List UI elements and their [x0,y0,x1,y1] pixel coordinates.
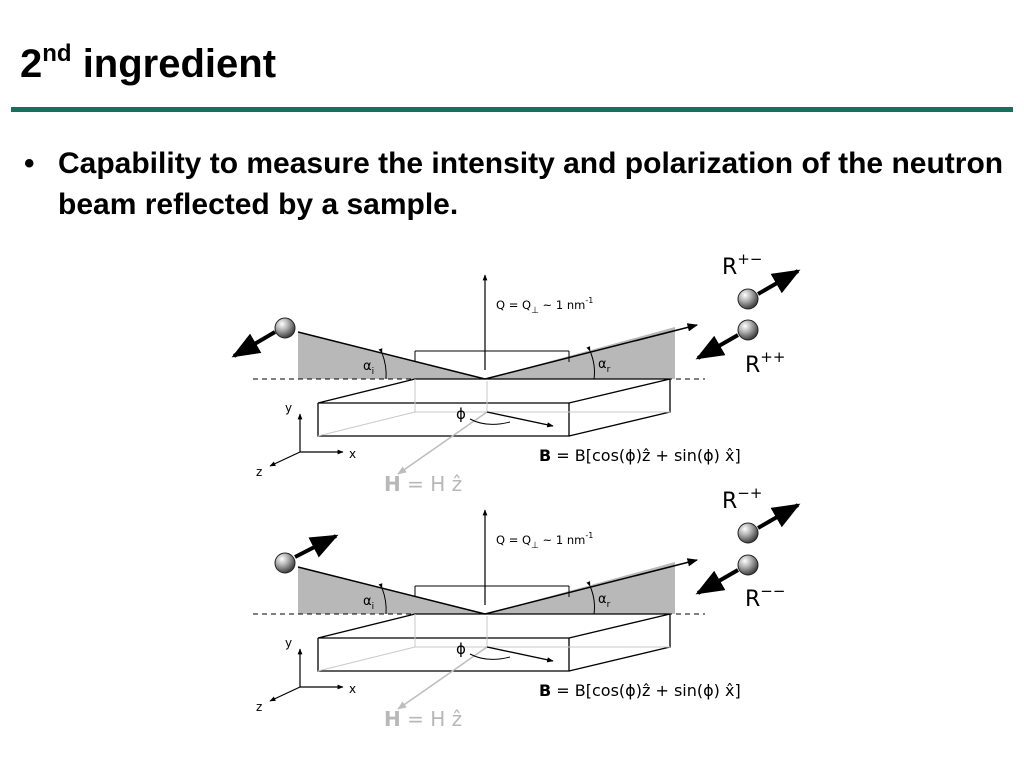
reflected-spin-arrow-top [757,269,801,296]
q-label: Q = Q⊥ ~ 1 nm-1 [496,296,593,316]
svg-text:z: z [256,465,262,479]
reflected-neutron-top [737,288,759,310]
coordinate-axes: y x z [256,636,356,714]
reflected-ray [484,558,699,615]
h-field-formula: H = H ẑ [384,707,462,731]
alpha-r-label: αr [598,592,611,610]
phi-label: ϕ [456,640,466,658]
incident-spin-arrow [231,330,277,358]
svg-text:y: y [285,636,292,650]
incident-ray [297,566,486,615]
reflected-spin-arrow-top [757,503,801,530]
b-field-formula: B = B[cos(ϕ)ẑ + sin(ϕ) x̂] [539,446,741,465]
svg-text:x: x [349,447,356,461]
reflectivity-label-top: R+− [722,250,762,280]
h-field-arrow [397,646,488,710]
reflected-neutron-top [737,522,759,544]
q-label: Q = Q⊥ ~ 1 nm-1 [496,531,593,551]
bullet-text: Capability to measure the intensity and … [58,147,1004,221]
panel-1: ϕ Q = Q⊥ ~ 1 nm-1 αi αr y x z B = B[cos(… [231,250,801,496]
slide-title: 2nd ingredient [20,40,276,88]
alpha-i-label: αi [363,359,374,377]
b-field-arrow [486,411,554,428]
incident-neutron [274,317,296,339]
reflected-neutron-bottom [737,554,759,576]
incident-ray [297,331,486,380]
title-text: ingredient [71,42,277,86]
coordinate-axes: y x z [256,401,356,479]
alpha-i-label: αi [363,594,374,612]
panel-2: ϕ Q = Q⊥ ~ 1 nm-1 αi αr y x z B = B[cos(… [253,484,801,731]
reflected-ray [484,323,699,380]
reflectivity-label-bottom: R−− [745,582,785,612]
title-superscript: nd [42,40,72,67]
svg-text:x: x [349,682,356,696]
title-divider [11,107,1013,112]
reflected-spin-arrow-bottom [695,568,739,595]
h-field-arrow [397,411,488,475]
incident-neutron [274,552,296,574]
title-number: 2 [20,42,43,86]
phi-label: ϕ [456,405,466,423]
reflected-wedge [485,562,675,614]
reflectivity-label-bottom: R++ [745,348,785,378]
h-field-formula: H = H ẑ [384,472,462,496]
reflected-spin-arrow-bottom [695,333,739,360]
reflected-neutron-bottom [737,319,759,341]
reflected-wedge [485,327,675,379]
b-field-arrow [486,646,554,663]
reflectivity-label-top: R−+ [722,484,762,514]
svg-text:z: z [256,700,262,714]
bullet-marker: • [24,147,35,180]
svg-text:y: y [285,401,292,415]
b-field-formula: B = B[cos(ϕ)ẑ + sin(ϕ) x̂] [539,681,741,700]
alpha-r-label: αr [598,357,611,375]
incident-spin-arrow [294,534,339,559]
